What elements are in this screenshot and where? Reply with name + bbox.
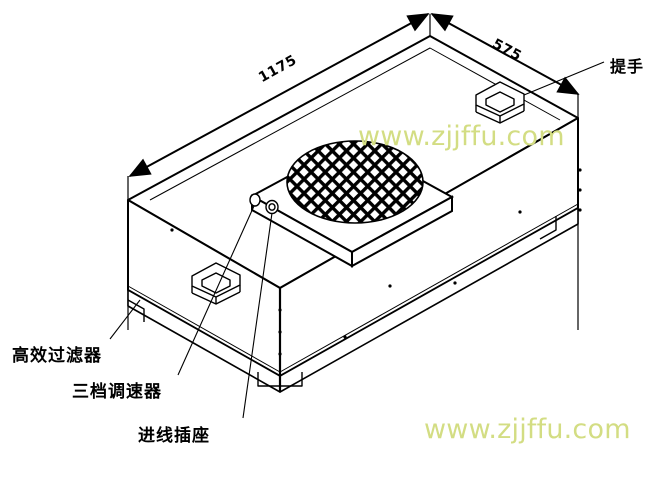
fan-grille-mesh xyxy=(287,141,423,223)
fastener-dot xyxy=(343,335,347,339)
callout-label-speed-controller: 三档调速器 xyxy=(72,382,162,402)
fan-assembly xyxy=(249,140,455,268)
handle-left xyxy=(191,262,241,305)
notch-left xyxy=(127,299,145,322)
handle-left-recess xyxy=(201,272,231,294)
fastener-dot xyxy=(453,281,457,285)
handle-right-recess xyxy=(485,91,515,113)
fastener-dot xyxy=(578,208,582,212)
leader-lines xyxy=(109,61,605,419)
leader-line-handle xyxy=(523,61,605,96)
fan-plate-side-right xyxy=(351,195,453,268)
leader-line-socket xyxy=(242,212,273,419)
fastener-dot xyxy=(578,188,582,192)
dimension-line-length xyxy=(128,13,430,177)
fastener-dots xyxy=(170,168,582,356)
callout-label-handle: 提手 xyxy=(610,57,645,76)
seam-line-left xyxy=(127,285,281,373)
fastener-dot xyxy=(388,284,392,288)
fastener-dot xyxy=(170,228,174,232)
fastener-dot xyxy=(278,352,282,356)
callout-label-hepa-filter: 高效过滤器 xyxy=(12,346,102,366)
handle-left-base xyxy=(191,291,241,305)
fastener-dot xyxy=(578,168,582,172)
leader-line-hepa xyxy=(109,299,141,340)
fastener-dot xyxy=(278,330,282,334)
fan-grille-outline xyxy=(286,140,424,224)
seam-line-right xyxy=(279,203,579,373)
fastener-dot xyxy=(278,308,282,312)
inlet-socket-hole xyxy=(268,203,276,211)
callout-label-inlet-socket: 进线插座 xyxy=(138,426,210,446)
notch-front xyxy=(257,372,303,387)
fastener-dot xyxy=(518,210,522,214)
dimension-line-width xyxy=(430,13,580,95)
control-elements xyxy=(249,193,279,215)
speed-controller-knob xyxy=(249,193,261,207)
handle-right-base xyxy=(475,110,525,124)
handle-right xyxy=(475,81,525,124)
notch-right xyxy=(539,216,557,240)
leader-line-speed xyxy=(177,205,255,376)
